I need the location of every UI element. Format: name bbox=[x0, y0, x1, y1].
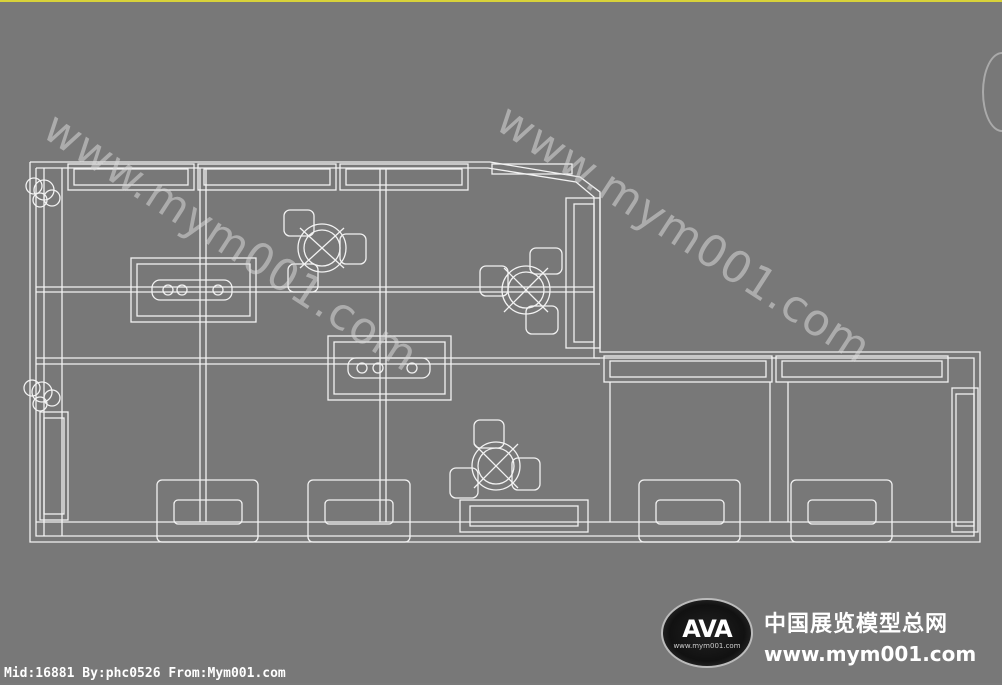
right-upper-cabinet bbox=[565, 197, 601, 349]
display-table-2 bbox=[327, 335, 452, 401]
top-cabinets bbox=[67, 163, 573, 191]
plant-bottom bbox=[23, 379, 61, 412]
brand-name: 中国展览模型总网 bbox=[764, 612, 949, 637]
chair-group-2 bbox=[479, 247, 563, 335]
grid-lines bbox=[36, 168, 789, 522]
logo-mark: AVA bbox=[682, 615, 732, 643]
left-cabinet bbox=[39, 411, 69, 521]
bench bbox=[459, 499, 589, 533]
logo-subtext: www.mym001.com bbox=[673, 642, 741, 650]
right-lower-cabinets bbox=[603, 355, 979, 533]
brand-url: www.mym001.com bbox=[764, 642, 977, 666]
chair-group-1 bbox=[283, 209, 367, 293]
display-table-1 bbox=[130, 257, 257, 323]
plant-top bbox=[25, 177, 61, 208]
bottom-counters bbox=[156, 479, 893, 543]
chair-group-3 bbox=[449, 419, 541, 499]
ava-logo-icon: AVA www.mym001.com bbox=[661, 598, 753, 668]
model-info: Mid:16881 By:phc0526 From:Mym001.com bbox=[4, 666, 286, 681]
